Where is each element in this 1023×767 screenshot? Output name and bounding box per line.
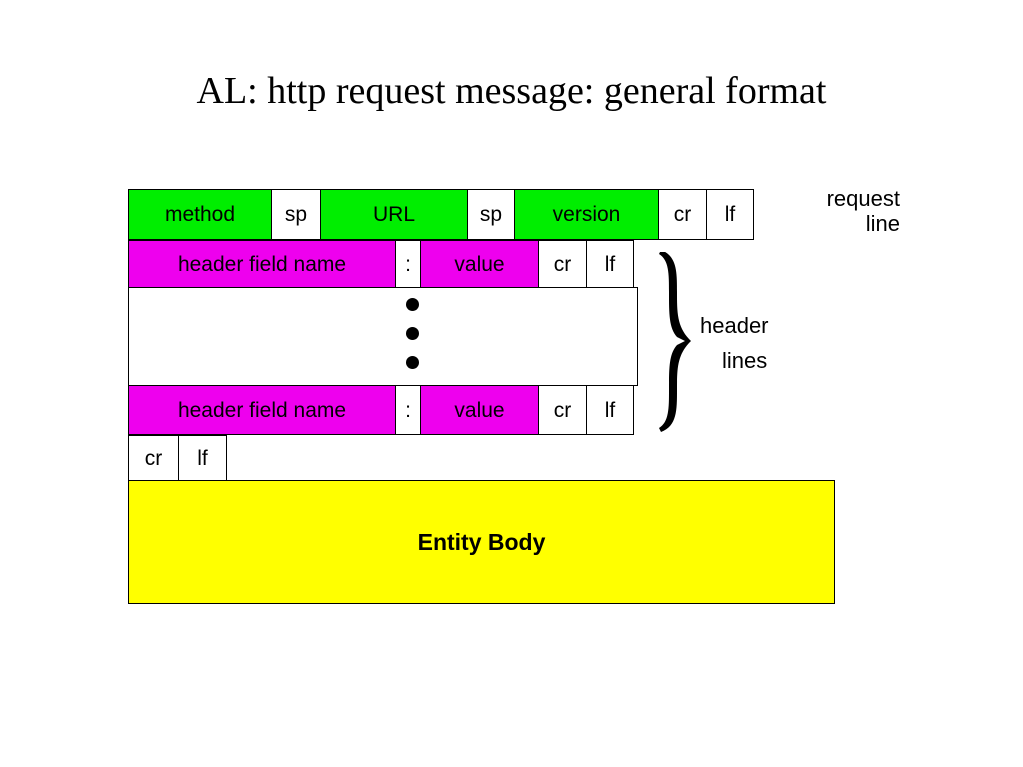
cell-sp-1: sp [271,189,321,240]
curly-brace-icon [655,250,695,432]
ellipsis-dot-1 [406,298,419,311]
cell-sp-2: sp [467,189,515,240]
cell-version: version [514,189,659,240]
cell-lf-header-2: lf [586,385,634,435]
cell-value-2: value [420,385,539,435]
header-lines-annotation-line1: header [700,313,769,338]
cell-colon-2: : [395,385,421,435]
header-lines-annotation: header lines [700,308,850,378]
entity-body-box: Entity Body [128,480,835,604]
request-line-annotation-line1: request [826,186,900,211]
ellipsis-dot-2 [406,327,419,340]
page-title: AL: http request message: general format [196,70,827,113]
cell-header-field-name-1: header field name [128,240,396,288]
ellipsis-dot-3 [406,356,419,369]
request-line-annotation-line2: line [865,211,900,237]
header-line-row-2: header field name : value cr lf [128,385,634,435]
cell-lf-header-1: lf [586,240,634,288]
request-line-annotation: request line [770,186,900,237]
cell-cr-blank: cr [128,435,179,481]
cell-method: method [128,189,272,240]
cell-cr-request: cr [658,189,707,240]
header-lines-ellipsis-box [128,287,638,386]
header-lines-annotation-line2: lines [722,348,768,374]
cell-cr-header-1: cr [538,240,587,288]
cell-header-field-name-2: header field name [128,385,396,435]
cell-colon-1: : [395,240,421,288]
cell-value-1: value [420,240,539,288]
blank-line-row: cr lf [128,435,227,481]
cell-url: URL [320,189,468,240]
cell-lf-request: lf [706,189,754,240]
header-line-row-1: header field name : value cr lf [128,240,634,288]
cell-lf-blank: lf [178,435,227,481]
cell-cr-header-2: cr [538,385,587,435]
request-line-row: method sp URL sp version cr lf [128,189,754,240]
